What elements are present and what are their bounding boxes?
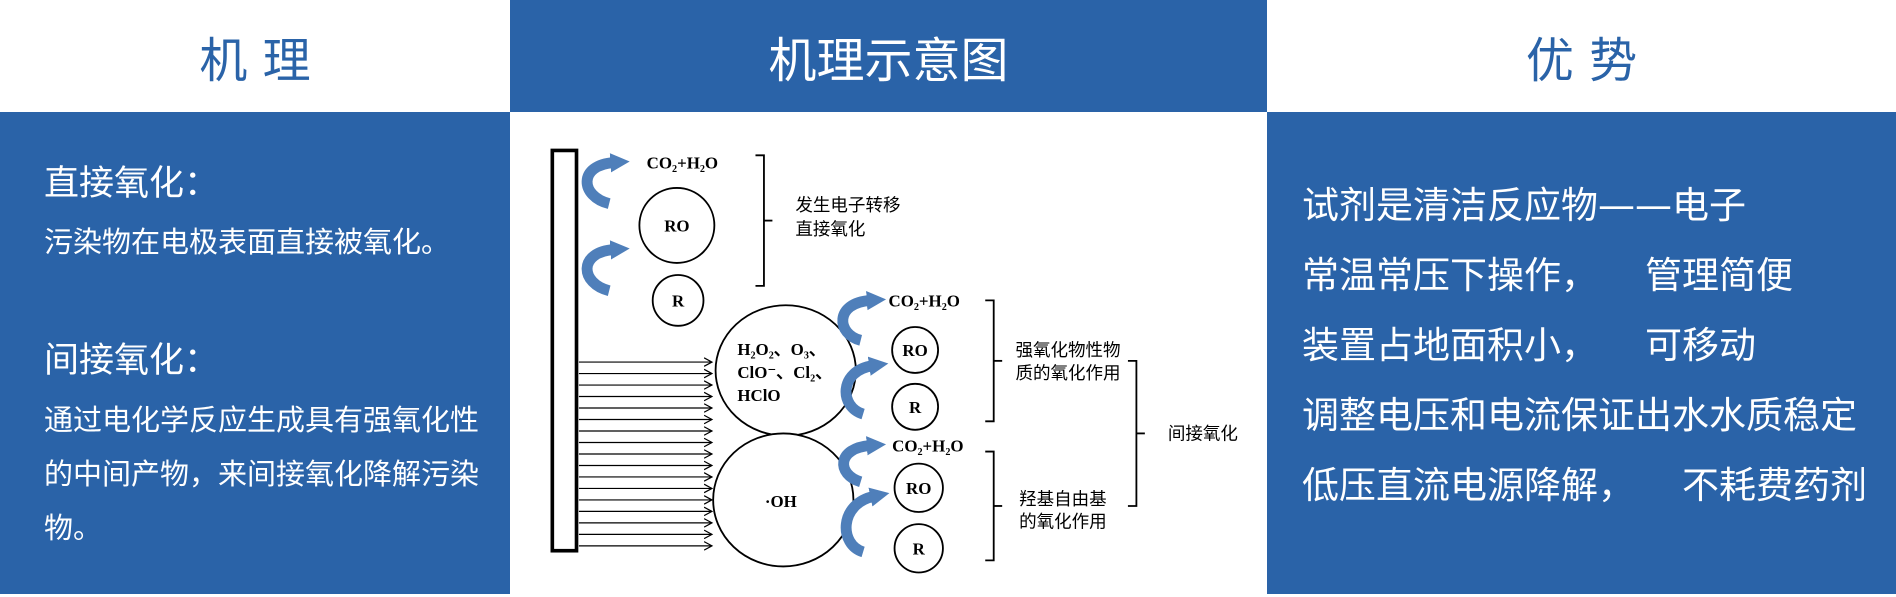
mechanism-diagram: CO₂+H₂O RO R 发生电子转移 直接氧化 H₂O₂、O₃、 ClO⁻、C… (550, 148, 1238, 574)
advantages-list: 试剂是清洁反应物——电子 常温常压下操作， 管理简便 装置占地面积小， 可移动 … (1302, 171, 1867, 521)
strong-oxidants-bubble: H₂O₂、O₃、 ClO⁻、Cl₂、 HClO (714, 304, 857, 437)
ro-circle (893, 462, 944, 513)
direct-brace (755, 154, 765, 287)
advantage-item: 低压直流电源降解， 不耗费药剂 (1302, 464, 1868, 507)
hydroxyl-label-line1: 羟基自由基 (1019, 490, 1107, 510)
hydroxyl-label-line2: 的氧化作用 (1019, 513, 1107, 533)
advantages-panel: 试剂是清洁反应物——电子 常温常压下操作， 管理简便 装置占地面积小， 可移动 … (1267, 112, 1896, 594)
advantage-item: 常温常压下操作， 管理简便 (1302, 254, 1794, 297)
r-species: R (891, 382, 939, 431)
r-species: R (893, 523, 944, 574)
direct-oxidation-desc: 污染物在电极表面直接被氧化。 (44, 225, 451, 259)
ro-species: RO (893, 462, 944, 513)
advantage-item: 调整电压和电流保证出水水质稳定 (1302, 394, 1857, 437)
field-arrows (578, 362, 712, 546)
diagram-header: 机理示意图 (510, 0, 1267, 112)
strong-brace (985, 299, 995, 423)
r-circle (651, 274, 705, 327)
r-label: R (909, 398, 922, 417)
indirect-oxidation-desc: 通过电化学反应生成具有强氧化性的中间产物，来间接氧化降解污染物。 (44, 403, 480, 545)
ro-circle (638, 187, 716, 264)
direct-oxidation-group: CO₂+H₂O RO R 发生电子转移 直接氧化 (581, 153, 900, 327)
hydroxyl-oxidation-group: CO₂+H₂O RO R 羟基自由基 的氧化作用 (838, 436, 1107, 574)
r-circle (891, 382, 939, 431)
reaction-arrow-ro-to-product (837, 290, 887, 346)
advantage-item: 装置占地面积小， 可移动 (1302, 324, 1757, 367)
ro-label: RO (906, 479, 931, 498)
product-label: CO₂+H₂O (647, 154, 718, 173)
oxidants-line3: HClO (737, 386, 780, 405)
r-label: R (672, 291, 685, 310)
product-label: CO₂+H₂O (889, 291, 960, 310)
advantages-header: 优 势 (1267, 0, 1896, 112)
indirect-oxidation-title: 间接氧化： (44, 341, 220, 381)
oxidants-line2: ClO⁻、Cl₂、 (737, 363, 832, 382)
product-label: CO₂+H₂O (892, 437, 963, 456)
advantage-item: 试剂是清洁反应物——电子 (1302, 184, 1746, 227)
indirect-label: 间接氧化 (1168, 424, 1238, 444)
indirect-oxidation-group: 间接氧化 (1127, 359, 1238, 507)
reaction-arrow-ro-to-product (581, 153, 630, 209)
r-species: R (651, 274, 705, 327)
direct-oxidation-title: 直接氧化： (44, 164, 220, 204)
reaction-arrow-r-to-ro (840, 487, 890, 558)
reaction-arrow-r-to-ro (840, 356, 889, 420)
hydroxyl-brace (985, 450, 995, 562)
hydroxyl-ellipse (712, 432, 855, 568)
ro-label: RO (664, 216, 689, 235)
mechanism-header: 机 理 (0, 0, 510, 112)
ro-species: RO (891, 326, 939, 374)
mechanism-panel: 直接氧化： 污染物在电极表面直接被氧化。 间接氧化： 通过电化学反应生成具有强氧… (0, 112, 510, 594)
electrode (550, 148, 579, 553)
strong-label-line2: 质的氧化作用 (1015, 364, 1120, 384)
direct-label-line2: 直接氧化 (795, 220, 865, 240)
diagram-panel: CO₂+H₂O RO R 发生电子转移 直接氧化 H₂O₂、O₃、 ClO⁻、C… (510, 112, 1267, 594)
hydroxyl-label: ·OH (765, 492, 797, 511)
reaction-arrow-r-to-ro (581, 240, 630, 297)
ro-label: RO (902, 341, 927, 360)
r-circle (893, 523, 944, 574)
ro-circle (891, 326, 939, 374)
reaction-arrow-ro-to-product (838, 436, 887, 487)
ro-species: RO (638, 187, 716, 264)
strong-label-line1: 强氧化物性物 (1015, 341, 1120, 361)
oxidants-line1: H₂O₂、O₃、 (737, 340, 825, 359)
indirect-brace (1127, 359, 1138, 507)
r-label: R (913, 539, 926, 558)
hydroxyl-bubble: ·OH (712, 432, 855, 568)
direct-label-line1: 发生电子转移 (795, 196, 900, 216)
strong-oxidation-group: CO₂+H₂O RO R 强氧化物性物 质的氧化作用 (837, 290, 1121, 431)
